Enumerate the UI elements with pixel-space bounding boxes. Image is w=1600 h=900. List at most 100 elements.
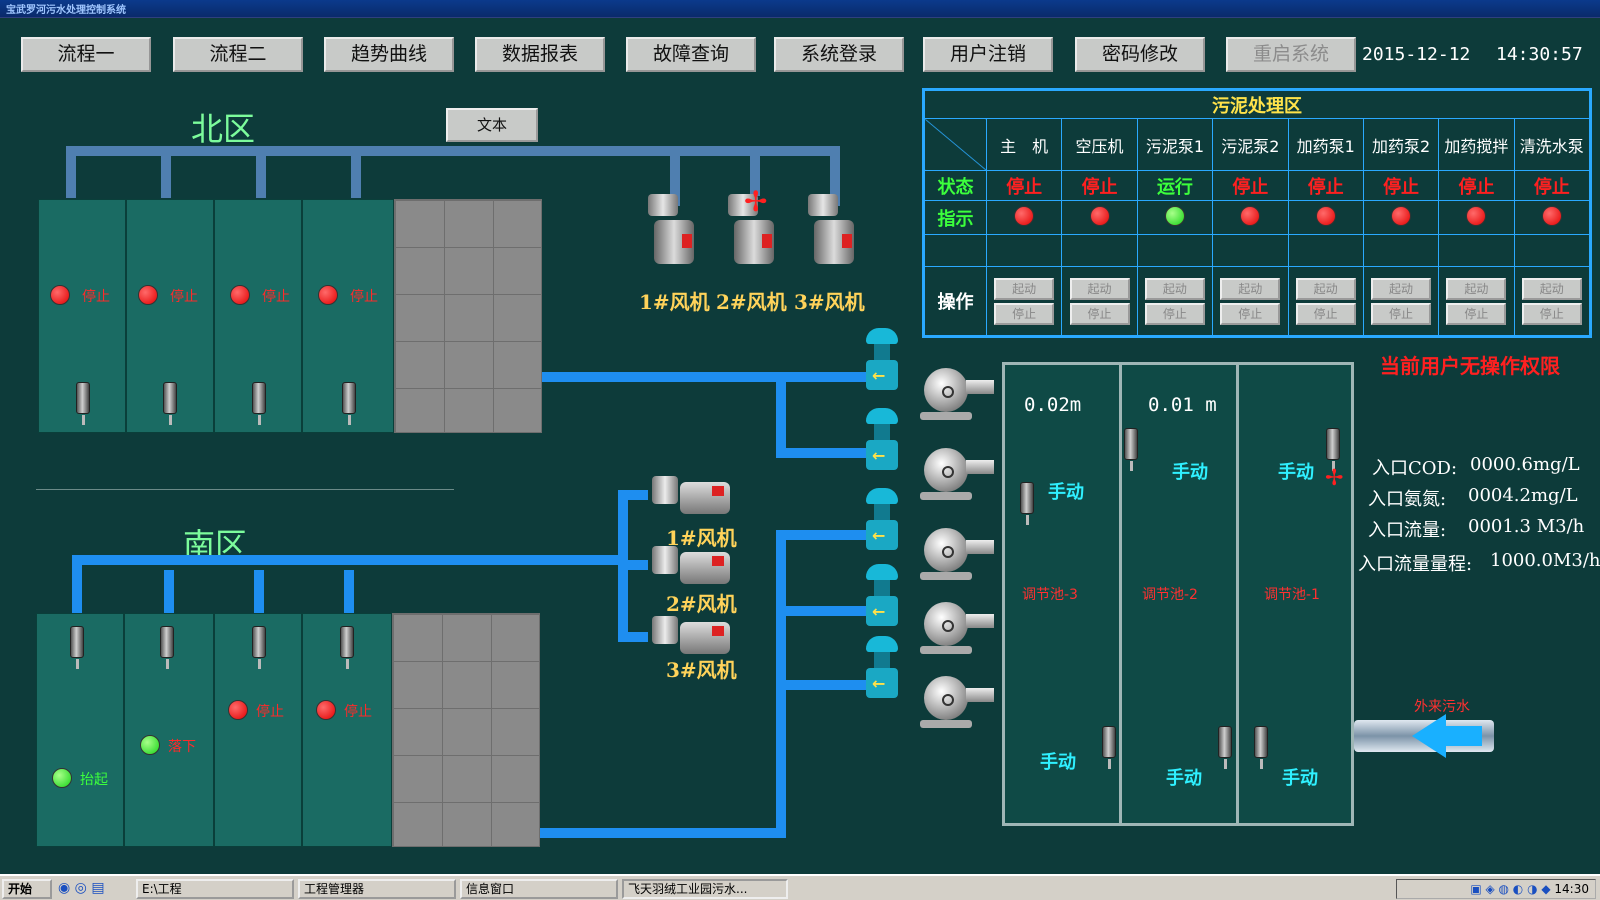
nav-report-button[interactable]: 数据报表 [475, 37, 605, 72]
valve-2-icon[interactable]: ← [864, 408, 900, 474]
valve-1-icon[interactable]: ← [864, 328, 900, 394]
north-outlet-pipe [542, 372, 872, 382]
indicator-cell-wash-pump [1513, 200, 1591, 235]
start-dosing-pump-2-button[interactable]: 起动 [1371, 277, 1432, 300]
start-sludge-pump-1-button[interactable]: 起动 [1144, 277, 1205, 300]
inlet-label: 外来污水 [1414, 699, 1470, 715]
stop-dosing-pump-1-button[interactable]: 停止 [1295, 302, 1356, 325]
start-dosing-mixer-button[interactable]: 起动 [1446, 277, 1507, 300]
stop-sludge-pump-2-button[interactable]: 停止 [1220, 302, 1281, 325]
task-project-manager[interactable]: 工程管理器 [298, 879, 456, 899]
pool-3-sensor-icon [1020, 482, 1034, 525]
status-host: 停止 [985, 170, 1063, 201]
sludge-empty-cell [1061, 234, 1138, 267]
nav-restart-button[interactable]: 重启系统 [1226, 37, 1356, 72]
south-fan-1-icon[interactable] [652, 476, 732, 518]
pump-5-icon[interactable] [920, 674, 994, 730]
pool-2-level: 0.01 m [1148, 394, 1217, 416]
sludge-col-dosing-pump-1: 加药泵1 [1287, 118, 1364, 171]
sludge-col-host: 主 机 [985, 118, 1063, 171]
window-titlebar: 宝武罗河污水处理控制系统 [0, 0, 1600, 18]
valve-5-icon[interactable]: ← [864, 636, 900, 702]
nav-process-1-button[interactable]: 流程一 [21, 37, 151, 72]
south-tank-3-indicator [228, 700, 248, 720]
nav-trend-button[interactable]: 趋势曲线 [324, 37, 454, 72]
stop-sludge-pump-1-button[interactable]: 停止 [1144, 302, 1205, 325]
north-fan-1-label: 1#风机 [639, 290, 710, 314]
current-date: 2015-12-12 [1362, 44, 1471, 65]
north-tank-1-sensor-icon [76, 382, 90, 425]
tray-icons[interactable]: ▣ ◈ ◍ ◐ ◑ ◆ [1470, 882, 1555, 896]
status-dosing-pump-1: 停止 [1287, 170, 1364, 201]
south-tank-4-indicator [316, 700, 336, 720]
op-cell-sludge-pump-2: 起动停止 [1212, 266, 1289, 336]
south-fan-branch-2 [618, 560, 648, 570]
south-fan-branch-3 [618, 632, 648, 642]
sludge-row-indicator: 指示 [924, 200, 987, 235]
south-tank-1-status: 抬起 [80, 772, 108, 788]
system-tray: ▣ ◈ ◍ ◐ ◑ ◆ 14:30 [1396, 879, 1596, 899]
pump-4-icon[interactable] [920, 600, 994, 656]
pump-1-icon[interactable] [920, 366, 994, 422]
south-tank-3-status: 停止 [256, 704, 284, 720]
pool-3-name: 调节池-3 [1022, 587, 1078, 603]
south-fan-2-icon[interactable] [652, 546, 732, 588]
nav-logout-button[interactable]: 用户注销 [923, 37, 1053, 72]
south-tank-4-sensor-icon [340, 626, 354, 669]
task-scada-window[interactable]: 飞天羽绒工业园污水... [622, 879, 788, 899]
nav-password-button[interactable]: 密码修改 [1075, 37, 1205, 72]
valve-4-icon[interactable]: ← [864, 564, 900, 630]
task-info-window[interactable]: 信息窗口 [460, 879, 618, 899]
pool-1-lower-mode: 手动 [1282, 768, 1318, 789]
nav-fault-button[interactable]: 故障查询 [626, 37, 756, 72]
north-grid-block [394, 199, 542, 433]
stop-compressor-button[interactable]: 停止 [1069, 302, 1130, 325]
quicklaunch-icons[interactable]: ◉ ◎ ▤ [58, 880, 105, 896]
sludge-empty-cell [1287, 234, 1364, 267]
nav-process-2-button[interactable]: 流程二 [173, 37, 303, 72]
north-fan-3-icon[interactable] [800, 194, 862, 274]
pool-1-lower-sensor-icon [1254, 726, 1268, 769]
south-fan-3-icon[interactable] [652, 616, 732, 658]
pump-3-icon[interactable] [920, 526, 994, 582]
pool-3-upper-mode: 手动 [1048, 482, 1084, 503]
start-dosing-pump-1-button[interactable]: 起动 [1295, 277, 1356, 300]
north-fan-1-icon[interactable] [640, 194, 702, 274]
south-tank-1-indicator [52, 768, 72, 788]
start-compressor-button[interactable]: 起动 [1069, 277, 1130, 300]
north-fan-pipe-2 [750, 146, 760, 196]
pump-2-icon[interactable] [920, 446, 994, 502]
south-fan-1-label: 1#风机 [666, 526, 737, 550]
stop-dosing-pump-2-button[interactable]: 停止 [1371, 302, 1432, 325]
meter-ammonia-label: 入口氨氮: [1368, 489, 1447, 510]
pool-1-name: 调节池-1 [1264, 587, 1320, 603]
pool-2-lower-sensor-icon [1218, 726, 1232, 769]
text-button[interactable]: 文本 [446, 108, 538, 142]
pool-2-lower-mode: 手动 [1166, 768, 1202, 789]
op-cell-sludge-pump-1: 起动停止 [1136, 266, 1214, 336]
start-host-button[interactable]: 起动 [994, 277, 1055, 300]
stop-wash-pump-button[interactable]: 停止 [1521, 302, 1582, 325]
sludge-corner [924, 118, 987, 171]
op-cell-compressor: 起动停止 [1061, 266, 1138, 336]
north-air-pipe [66, 146, 840, 156]
status-sludge-pump-2: 停止 [1212, 170, 1289, 201]
pool-3-lower-mode: 手动 [1040, 752, 1076, 773]
sludge-row-operate: 操作 [924, 266, 987, 336]
south-air-pipe [72, 555, 628, 565]
nav-login-button[interactable]: 系统登录 [774, 37, 904, 72]
start-sludge-pump-2-button[interactable]: 起动 [1220, 277, 1281, 300]
indicator-dosing-mixer [1466, 205, 1487, 226]
valve-3-icon[interactable]: ← [864, 488, 900, 554]
north-tank-4-indicator [318, 285, 338, 305]
stop-host-button[interactable]: 停止 [994, 302, 1055, 325]
start-button[interactable]: 开始 [2, 879, 52, 899]
start-wash-pump-button[interactable]: 起动 [1521, 277, 1582, 300]
task-explorer[interactable]: E:\工程 [136, 879, 294, 899]
meter-cod-label: 入口COD: [1372, 458, 1458, 479]
stop-dosing-mixer-button[interactable]: 停止 [1446, 302, 1507, 325]
indicator-cell-sludge-pump-1 [1136, 200, 1214, 235]
north-fan-2-icon[interactable] [720, 194, 782, 274]
indicator-dosing-pump-2 [1391, 205, 1412, 226]
south-tank-2-sensor-icon [160, 626, 174, 669]
